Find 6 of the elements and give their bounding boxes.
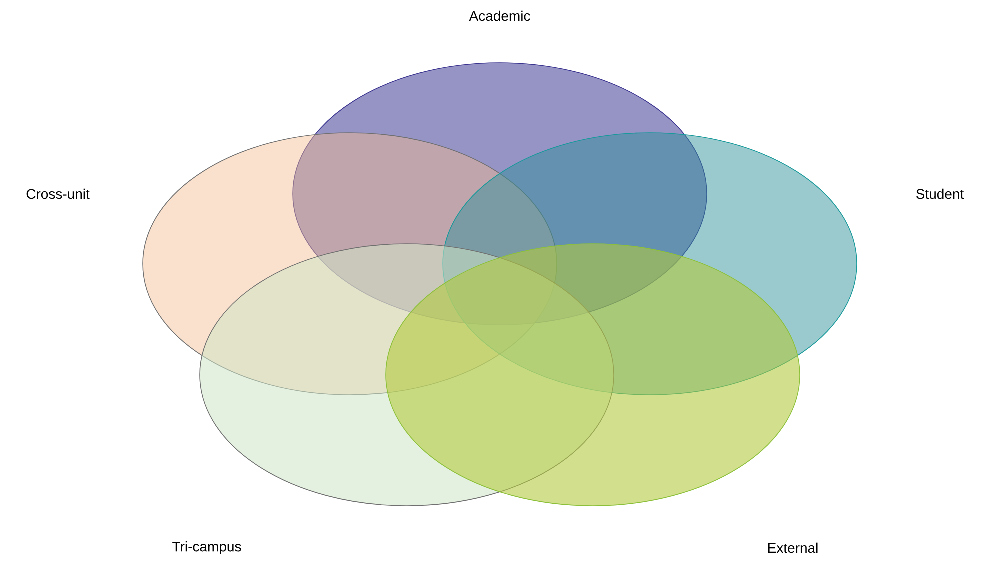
set-label: Tri-campus bbox=[172, 541, 242, 555]
set-label: Student bbox=[916, 188, 964, 200]
set-label: Cross-unit bbox=[26, 188, 90, 200]
set-label: External bbox=[768, 542, 818, 554]
set-label: Academic bbox=[469, 10, 530, 22]
set-ellipse bbox=[386, 244, 800, 506]
